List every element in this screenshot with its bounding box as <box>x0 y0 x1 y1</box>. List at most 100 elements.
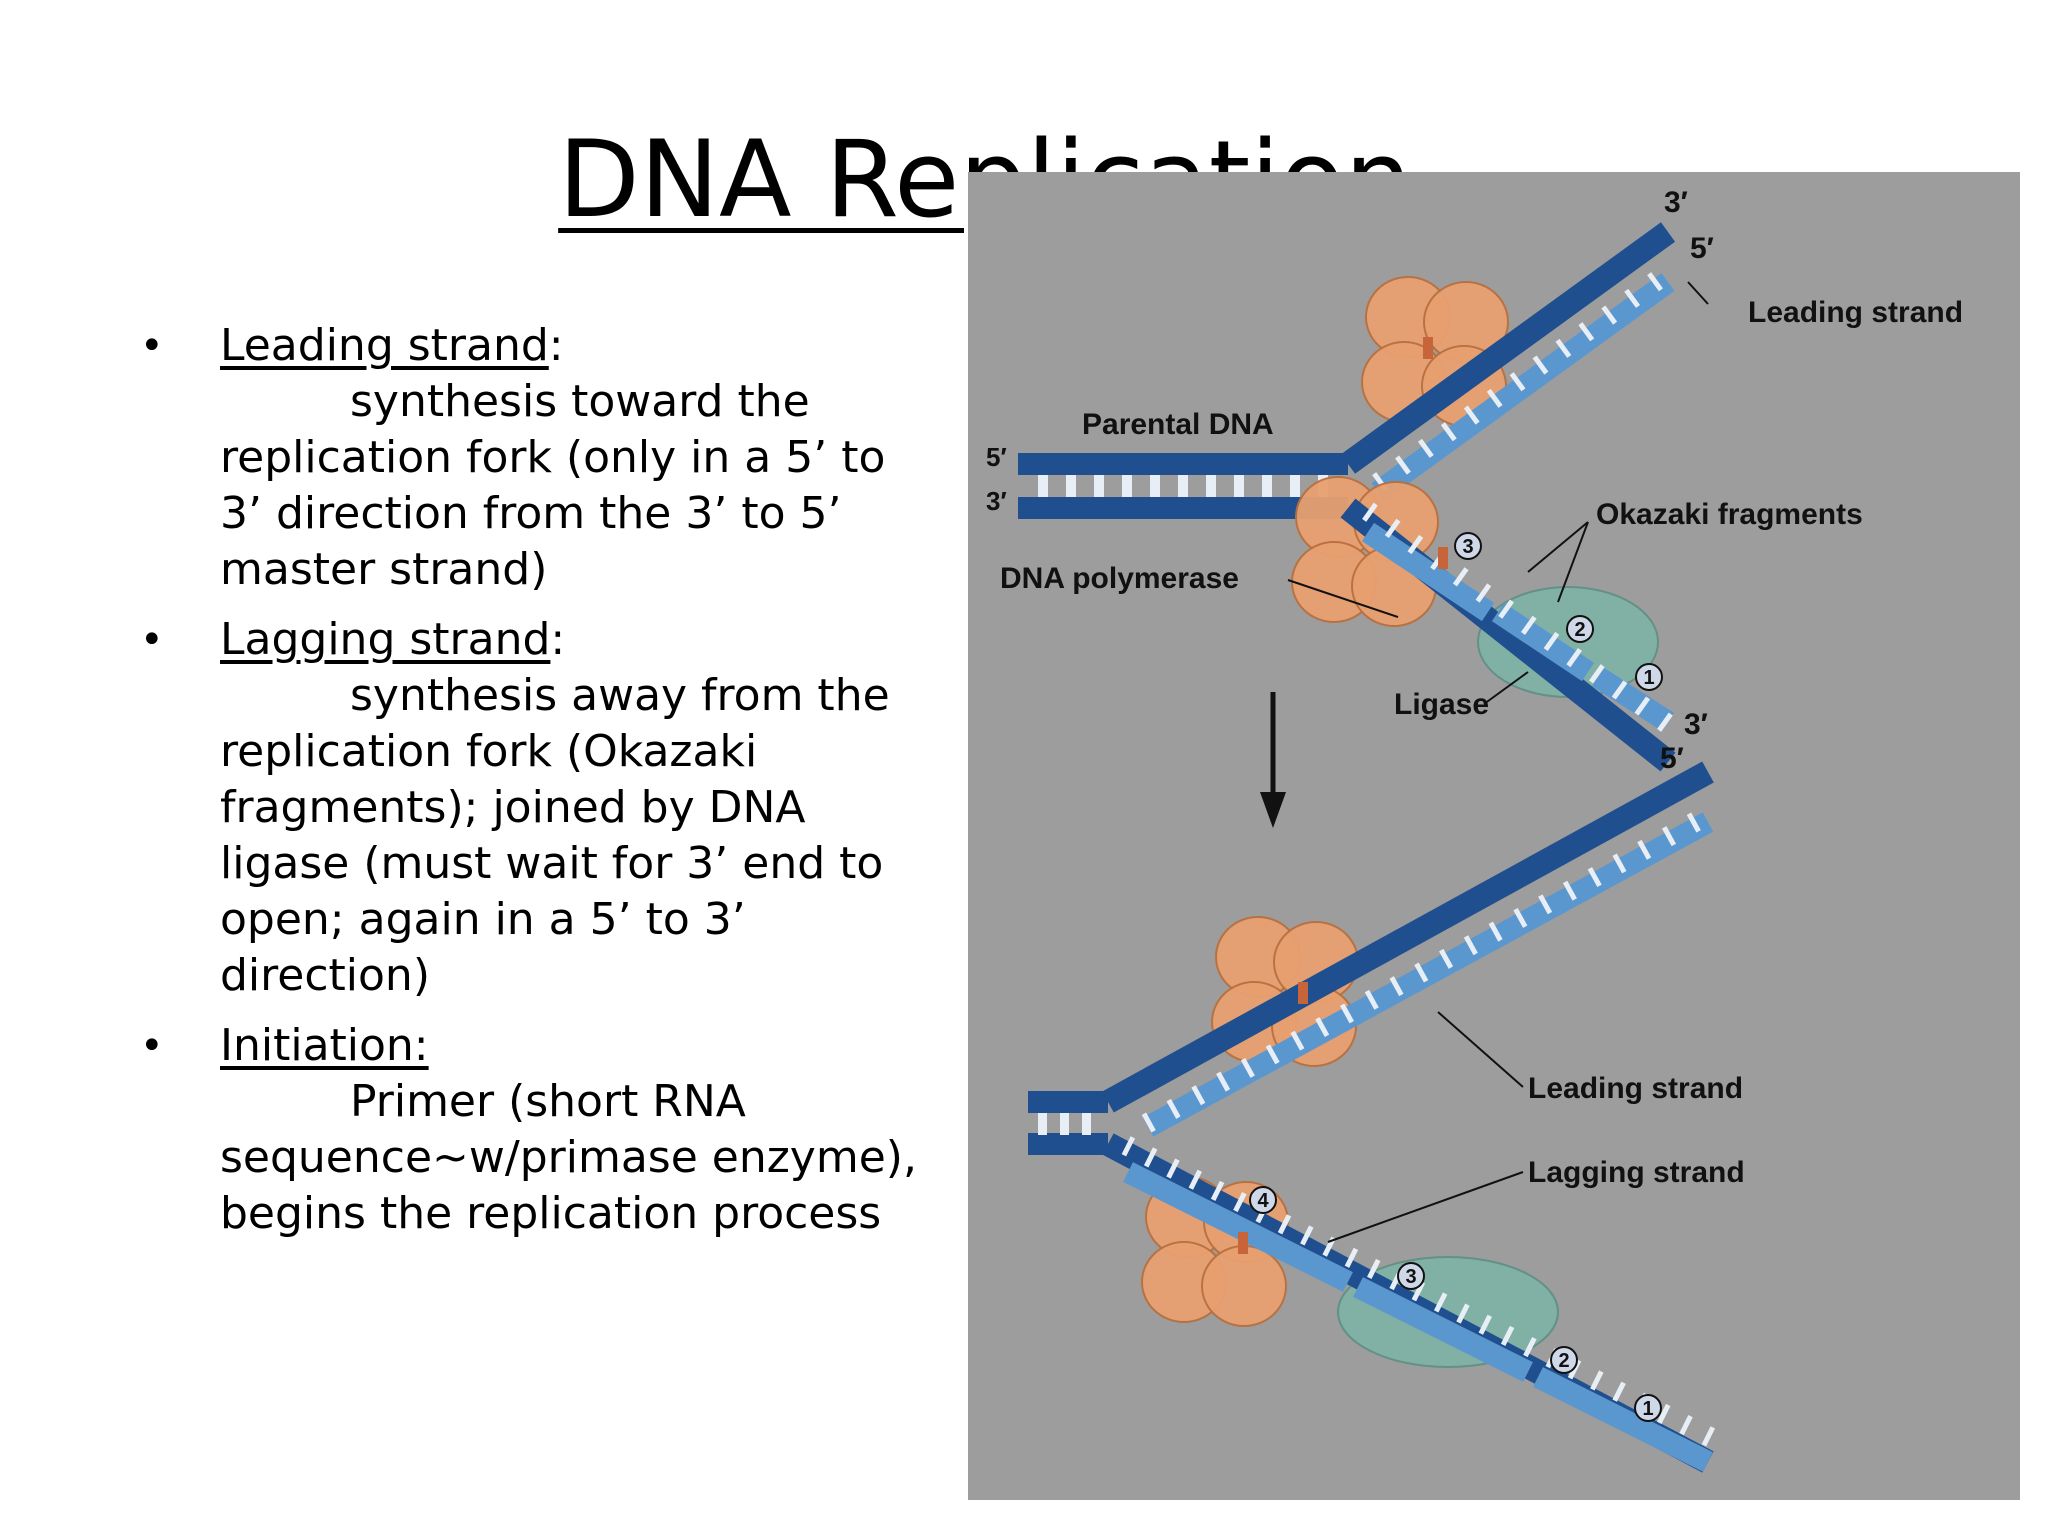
leading-pointer-line-bottom <box>1437 1011 1524 1088</box>
base-pair-rung <box>1637 839 1652 860</box>
base-pair-rung <box>1589 664 1605 684</box>
base-pair-rung <box>1141 1112 1156 1133</box>
bullet-dot-icon: • <box>140 617 164 663</box>
base-pair-rung <box>1647 272 1663 292</box>
base-pair-rung <box>1679 1415 1693 1436</box>
base-pair-rung <box>1339 1003 1354 1024</box>
label-top-5prime: 5′ <box>1690 232 1714 265</box>
template-strand-upper <box>1340 222 1676 474</box>
base-pair-rung <box>1315 1017 1330 1038</box>
ligase-pointer-line <box>1483 671 1529 705</box>
svg-text:1: 1 <box>1643 667 1654 689</box>
fragment-number-bottom-1: 1 <box>1634 1394 1662 1422</box>
bullet-dot-icon: • <box>140 1023 164 1069</box>
base-pair-rung <box>1634 696 1651 716</box>
fragment-number-bottom-4: 4 <box>1249 1186 1277 1214</box>
template-strand-upper-bottom <box>1102 761 1714 1113</box>
base-pair-rung <box>1060 1113 1069 1135</box>
base-pair-rung <box>1094 475 1104 497</box>
bullet-body: replication fork (Okazaki fragments); jo… <box>220 726 884 1001</box>
bullet-initiation: • Initiation: Primer (short RNA sequence… <box>140 1018 940 1242</box>
base-pair-rung <box>1265 1044 1280 1065</box>
fragment-number-top-1: 1 <box>1635 663 1663 691</box>
label-okazaki-fragments: Okazaki fragments <box>1596 498 1863 531</box>
label-leading-strand-bottom: Leading strand <box>1528 1072 1743 1105</box>
base-pair-rung <box>1038 475 1048 497</box>
base-pair-rung <box>1538 894 1553 915</box>
label-bottom-5prime: 5′ <box>1660 742 1684 775</box>
label-left-5prime: 5′ <box>986 442 1007 472</box>
bullet-indent-line: synthesis away from the <box>350 670 890 721</box>
base-pair-rung <box>1122 475 1132 497</box>
base-pair-rung <box>1234 475 1244 497</box>
base-pair-rung <box>1523 1336 1537 1358</box>
base-pair-rung <box>1601 305 1618 325</box>
okazaki-fragment-top-3 <box>1361 522 1495 622</box>
base-pair-rung <box>1344 1247 1359 1268</box>
bullet-indent-line: synthesis toward the <box>350 376 810 427</box>
label-ligase: Ligase <box>1394 688 1489 721</box>
bullet-leading-strand: • Leading strand: synthesis toward the r… <box>140 318 940 598</box>
down-arrow-icon <box>1260 792 1286 828</box>
bullet-term: Lagging strand <box>220 614 551 665</box>
okazaki-fragment-bottom-4 <box>1123 1162 1353 1292</box>
fragment-number-bottom-3: 3 <box>1397 1262 1425 1290</box>
base-pair-rung <box>1611 680 1628 700</box>
base-pair-rung <box>1433 1292 1448 1313</box>
base-pair-rung <box>1240 1058 1255 1078</box>
base-pair-rung <box>1389 976 1404 997</box>
okazaki-pointer-line <box>1527 521 1589 573</box>
base-pair-rung <box>1150 475 1160 497</box>
base-pair-rung <box>1038 1113 1047 1135</box>
base-pair-rung <box>1612 853 1627 874</box>
svg-text:2: 2 <box>1574 619 1585 641</box>
base-pair-rung <box>1166 1098 1181 1119</box>
okazaki-fragment-top-1 <box>1592 667 1674 732</box>
base-pair-rung <box>1290 475 1300 497</box>
base-pair-rung <box>1624 288 1641 308</box>
polymerase-pointer-line <box>1287 579 1399 618</box>
rna-primer <box>1438 547 1448 569</box>
base-pair-rung <box>1587 867 1602 888</box>
base-pair-rung <box>1066 475 1076 497</box>
label-lagging-strand-bottom: Lagging strand <box>1528 1156 1745 1189</box>
base-pair-rung <box>1463 935 1478 956</box>
rna-primer <box>1298 982 1308 1004</box>
base-pair-rung <box>1566 648 1583 668</box>
base-pair-rung <box>1509 372 1526 392</box>
base-pair-rung <box>1143 1147 1158 1168</box>
base-pair-rung <box>1686 812 1701 833</box>
base-pair-rung <box>1500 1325 1515 1346</box>
base-pair-rung <box>1178 475 1188 497</box>
base-pair-rung <box>1562 880 1577 901</box>
base-pair-rung <box>1555 338 1572 358</box>
bullet-body: sequence~w/primase enzyme), begins the r… <box>220 1132 917 1239</box>
rna-primer <box>1238 1232 1248 1254</box>
lagging-pointer-line-bottom <box>1327 1171 1524 1243</box>
svg-text:3: 3 <box>1405 1266 1416 1288</box>
base-pair-rung <box>1206 475 1216 497</box>
replication-diagram: 3′ 5′ Leading strand Parental DNA 5′ 3′ … <box>986 186 1963 1473</box>
okazaki-fragment-bottom-2 <box>1533 1367 1713 1472</box>
base-pair-rung <box>1384 518 1401 538</box>
label-top-3prime: 3′ <box>1664 186 1688 219</box>
bullet-indent-line: Primer (short RNA <box>350 1076 746 1127</box>
bullet-list: • Leading strand: synthesis toward the r… <box>140 318 940 1256</box>
base-pair-rung <box>1121 1136 1136 1157</box>
base-pair-rung <box>1478 1314 1492 1335</box>
base-pair-rung <box>1701 1426 1716 1447</box>
base-pair-rung <box>1367 1258 1381 1280</box>
fragment-number-bottom-2: 2 <box>1550 1346 1578 1374</box>
fragment-number-top-3: 3 <box>1454 532 1482 560</box>
label-left-3prime: 3′ <box>986 486 1007 516</box>
base-pair-rung <box>1486 388 1503 408</box>
base-pair-rung <box>1191 1085 1206 1106</box>
base-pair-rung <box>1362 502 1378 522</box>
rna-primer <box>1423 337 1433 359</box>
base-pair-rung <box>1452 567 1469 587</box>
leading-strand-new-bottom <box>1142 812 1714 1137</box>
replication-fork-figure: 3′ 5′ Leading strand Parental DNA 5′ 3′ … <box>968 172 2020 1500</box>
base-pair-rung <box>1216 1071 1231 1092</box>
base-pair-rung <box>1188 1169 1202 1190</box>
bullet-term: Initiation: <box>220 1020 429 1071</box>
